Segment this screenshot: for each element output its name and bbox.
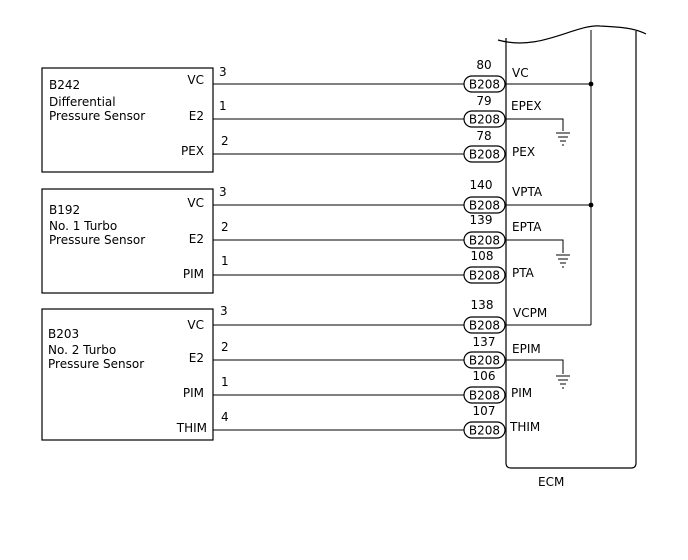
sensor-box bbox=[41, 67, 214, 173]
connector-b208 bbox=[463, 231, 506, 249]
ecm-internal-vc-bus bbox=[506, 30, 594, 326]
ecm-terminal-number: 138 bbox=[471, 298, 494, 312]
connector-b208 bbox=[463, 316, 506, 334]
ecm-terminal-name: THIM bbox=[509, 420, 540, 434]
sensor-pin-name: VC bbox=[187, 196, 204, 210]
sensor-code: B242 bbox=[49, 78, 80, 92]
connector-label: B208 bbox=[469, 269, 500, 283]
sensor-pin-name: THIM bbox=[176, 421, 207, 435]
ecm-outline bbox=[505, 31, 637, 469]
circuit-b203-vc: 3 B208 138 VCPM bbox=[213, 298, 547, 334]
ecm-terminal-name: PTA bbox=[512, 266, 535, 280]
ecm-terminal-number: 107 bbox=[473, 404, 496, 418]
connector-label: B208 bbox=[469, 113, 500, 127]
ecm-terminal-name: PEX bbox=[512, 145, 535, 159]
circuit-b242-e2: 1 B208 79 EPEX bbox=[213, 94, 570, 146]
ecm-label: ECM bbox=[538, 475, 564, 489]
sensor-b203: B203 No. 2 Turbo Pressure Sensor VC E2 P… bbox=[41, 308, 214, 441]
ecm-terminal-number: 140 bbox=[470, 178, 493, 192]
sensor-pin-name: PIM bbox=[183, 386, 204, 400]
connector-label: B208 bbox=[469, 354, 500, 368]
sensor-pin-number: 3 bbox=[219, 65, 227, 79]
ecm-terminal-number: 137 bbox=[473, 335, 496, 349]
sensor-pin-number: 2 bbox=[221, 220, 229, 234]
ground-icon bbox=[556, 132, 570, 146]
sensor-b242: B242 Differential Pressure Sensor VC E2 … bbox=[41, 67, 214, 173]
connector-b208 bbox=[463, 386, 506, 404]
ecm-terminal-name: EPTA bbox=[512, 220, 542, 234]
sensor-pin-name: E2 bbox=[189, 351, 204, 365]
circuit-b192-e2: 2 B208 139 EPTA bbox=[213, 213, 570, 268]
sensor-pin-name: VC bbox=[187, 73, 204, 87]
connector-label: B208 bbox=[469, 234, 500, 248]
connector-b208 bbox=[463, 351, 506, 369]
sensor-pin-name: E2 bbox=[189, 232, 204, 246]
connector-b208 bbox=[463, 421, 506, 439]
circuit-b192-pim: 1 B208 108 PTA bbox=[213, 249, 535, 284]
connector-b208 bbox=[463, 75, 506, 93]
sensor-name-line: No. 1 Turbo bbox=[49, 219, 117, 233]
sensor-name-line: Pressure Sensor bbox=[49, 233, 145, 247]
sensor-pin-number: 1 bbox=[221, 254, 229, 268]
sensor-pin-number: 3 bbox=[220, 304, 228, 318]
ecm-terminal-name: VPTA bbox=[512, 185, 543, 199]
circuit-b192-vc: 3 B208 140 VPTA bbox=[213, 178, 591, 214]
connector-b208 bbox=[463, 196, 506, 214]
connector-label: B208 bbox=[469, 424, 500, 438]
circuit-b203-e2: 2 B208 137 EPIM bbox=[213, 335, 570, 389]
circuit-b203-thim: 4 B208 107 THIM bbox=[213, 404, 540, 439]
ecm-terminal-name: VC bbox=[512, 66, 529, 80]
sensor-pin-number: 1 bbox=[219, 99, 227, 113]
circuit-b203-pim: 1 B208 106 PIM bbox=[213, 369, 532, 404]
ecm-terminal-number: 79 bbox=[476, 94, 491, 108]
ecm-terminal-name: VCPM bbox=[513, 306, 547, 320]
sensor-pin-name: VC bbox=[187, 318, 204, 332]
sensor-code: B203 bbox=[48, 327, 79, 341]
connector-label: B208 bbox=[469, 148, 500, 162]
sensor-code: B192 bbox=[49, 203, 80, 217]
sensor-pin-number: 2 bbox=[221, 134, 229, 148]
connector-label: B208 bbox=[469, 78, 500, 92]
sensor-name-line: Pressure Sensor bbox=[48, 357, 144, 371]
circuit-b242-pex: 2 B208 78 PEX bbox=[213, 129, 535, 163]
sensor-b192: B192 No. 1 Turbo Pressure Sensor VC E2 P… bbox=[41, 188, 214, 294]
ecm-terminal-number: 106 bbox=[473, 369, 496, 383]
connector-label: B208 bbox=[469, 389, 500, 403]
sensor-pin-number: 3 bbox=[219, 185, 227, 199]
sensor-pin-name: PEX bbox=[181, 144, 204, 158]
sensor-pin-name: E2 bbox=[189, 109, 204, 123]
sensor-pin-number: 2 bbox=[221, 340, 229, 354]
connector-label: B208 bbox=[469, 199, 500, 213]
connector-b208 bbox=[463, 110, 506, 128]
connector-b208 bbox=[463, 266, 506, 284]
sensor-name-line: No. 2 Turbo bbox=[48, 343, 116, 357]
ground-icon bbox=[556, 375, 570, 389]
circuit-b242-vc: 3 B208 80 VC bbox=[213, 58, 591, 93]
sensor-pin-number: 1 bbox=[221, 375, 229, 389]
connector-label: B208 bbox=[469, 319, 500, 333]
ground-icon bbox=[556, 254, 570, 268]
ecm-break-line bbox=[497, 25, 647, 44]
sensor-box bbox=[41, 188, 214, 294]
connector-b208 bbox=[463, 145, 506, 163]
ecm-terminal-number: 139 bbox=[470, 213, 493, 227]
ecm-terminal-number: 80 bbox=[476, 58, 491, 72]
ecm-terminal-number: 108 bbox=[471, 249, 494, 263]
ecm-terminal-name: EPIM bbox=[512, 342, 541, 356]
sensor-pin-number: 4 bbox=[221, 410, 229, 424]
sensor-name-line: Differential bbox=[49, 95, 116, 109]
sensor-pin-name: PIM bbox=[183, 267, 204, 281]
sensor-box bbox=[41, 308, 214, 441]
ecm-terminal-name: PIM bbox=[511, 386, 532, 400]
ecm-terminal-name: EPEX bbox=[511, 99, 542, 113]
ecm-block: ECM bbox=[497, 25, 647, 489]
ecm-terminal-number: 78 bbox=[476, 129, 491, 143]
sensor-name-line: Pressure Sensor bbox=[49, 109, 145, 123]
